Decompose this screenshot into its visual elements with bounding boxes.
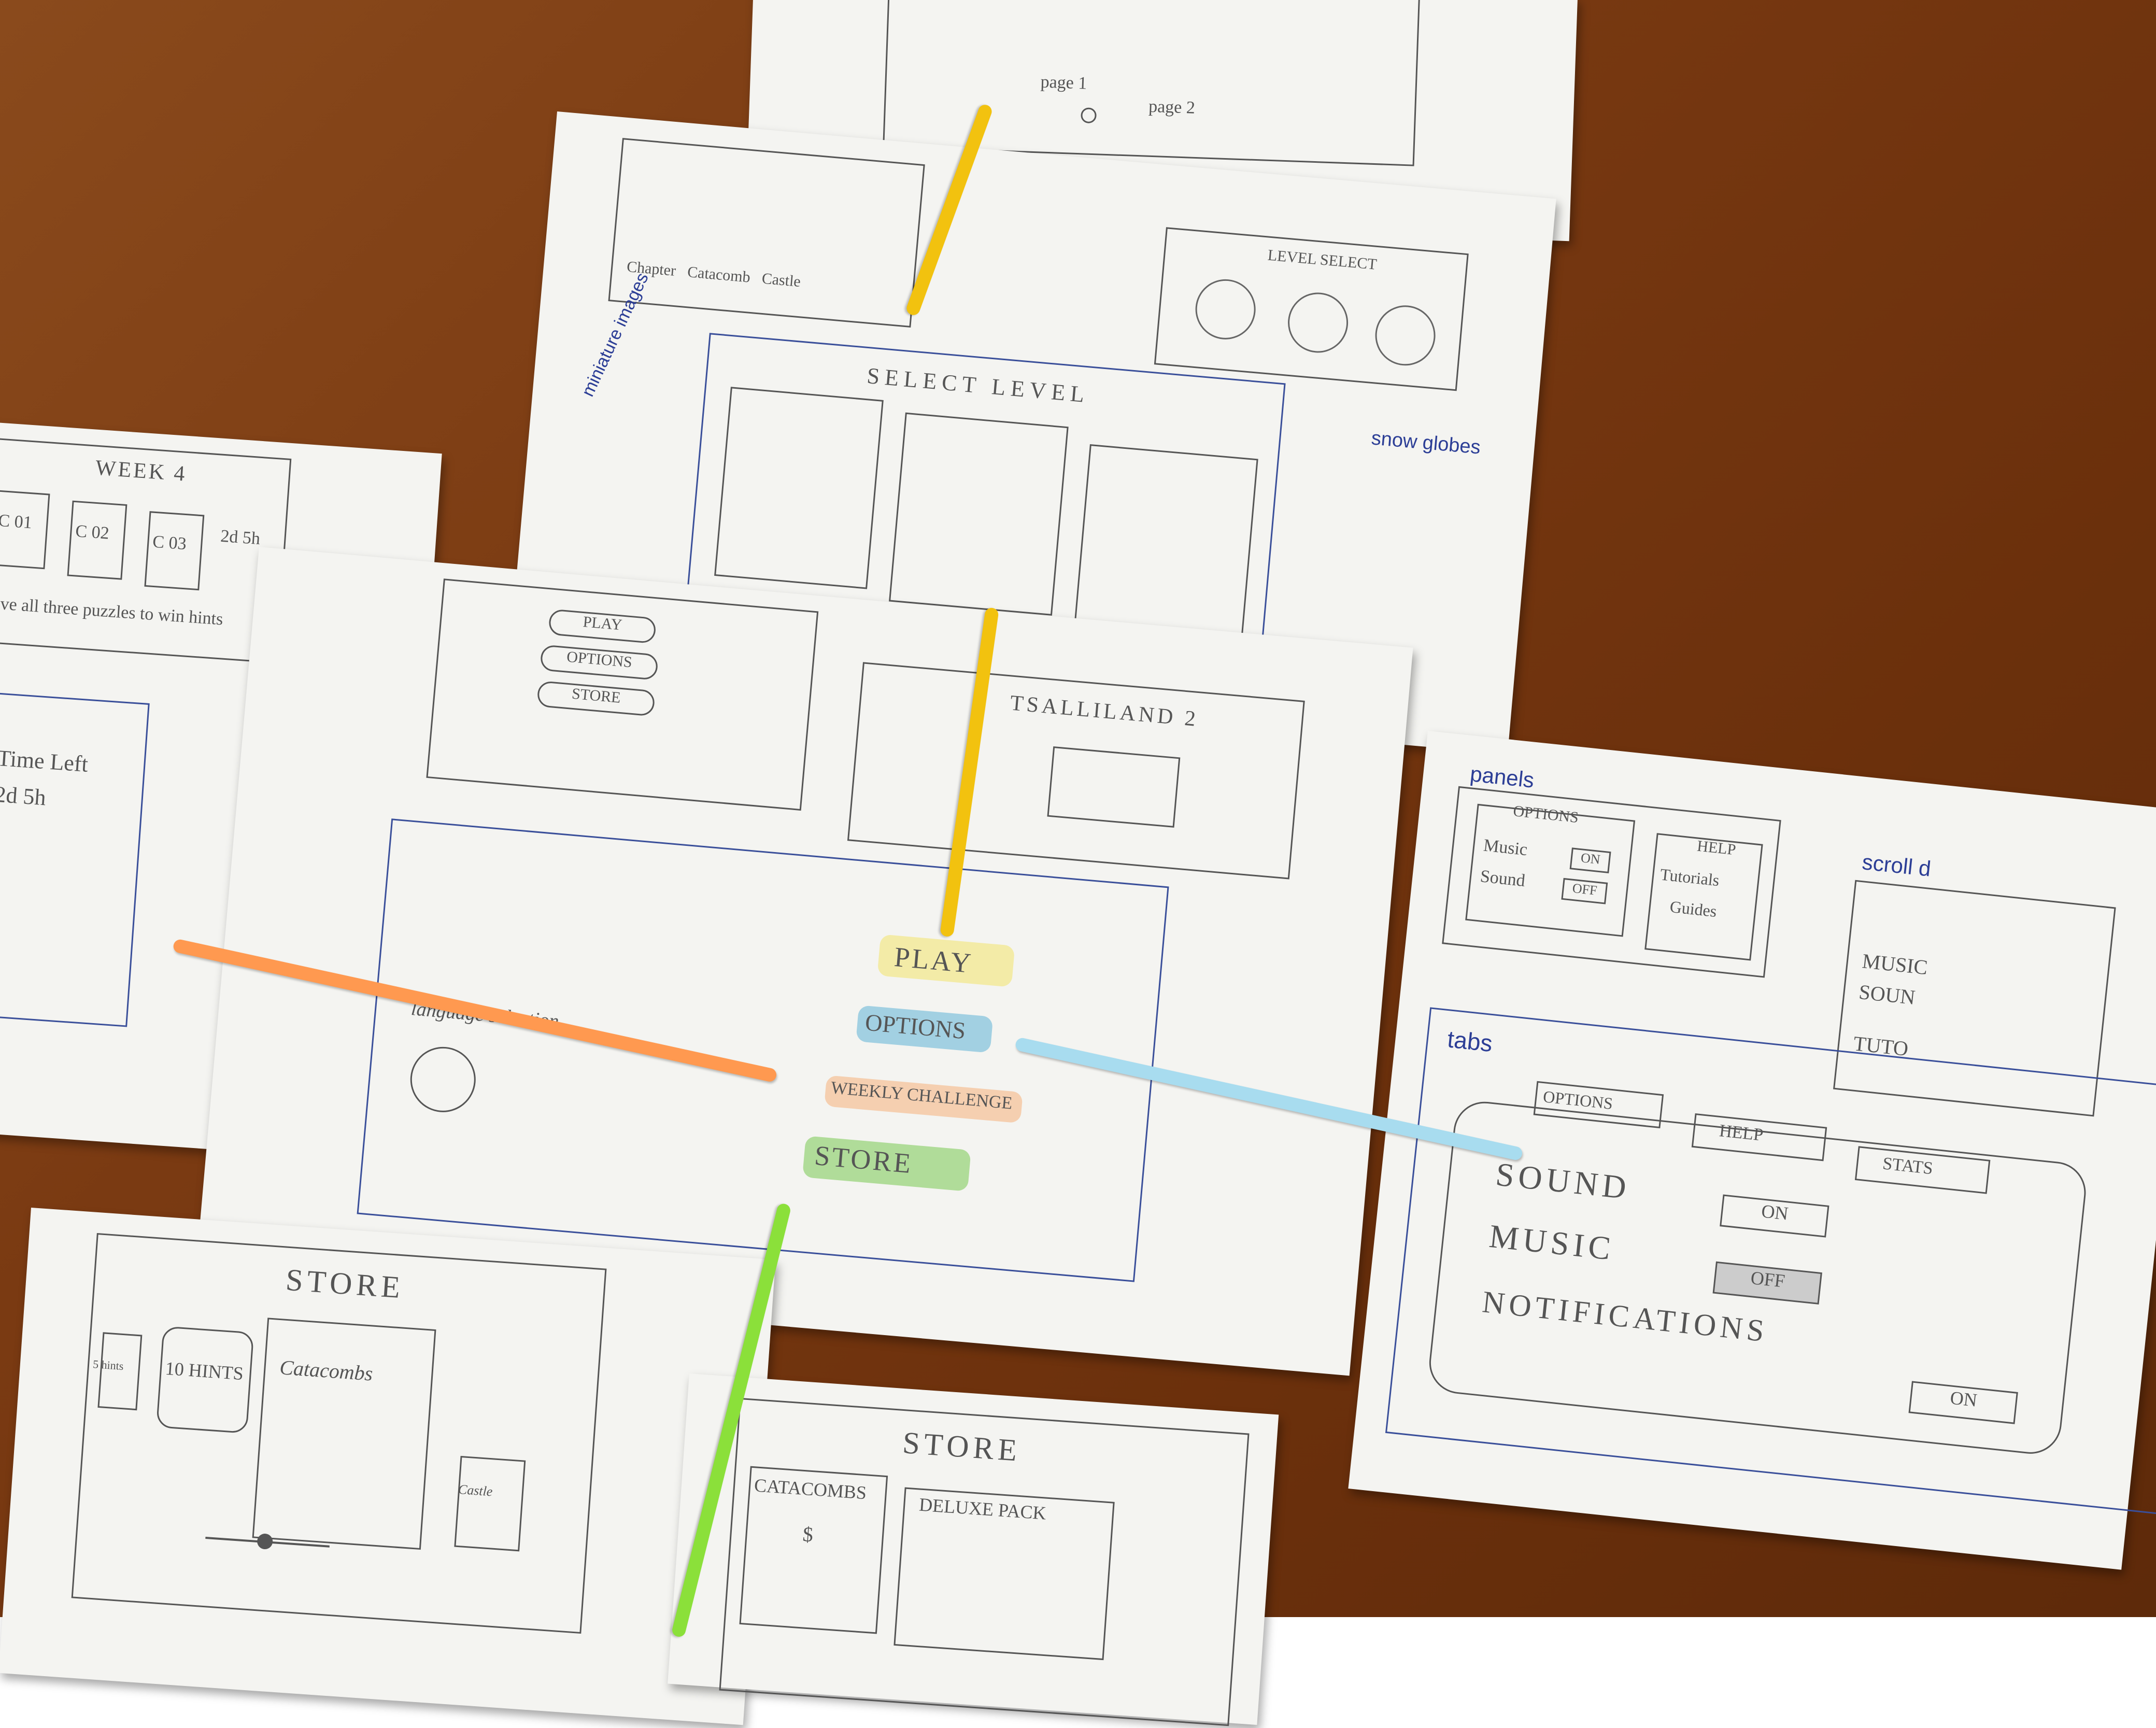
pagination-frame xyxy=(883,0,1421,166)
snow-globes-note: snow globes xyxy=(1370,427,1482,459)
catacombs-book[interactable] xyxy=(252,1318,436,1550)
scroll-note: scroll d xyxy=(1861,849,1932,881)
chip-c03-label: C 03 xyxy=(152,532,187,554)
main-play-button[interactable]: PLAY xyxy=(893,941,974,979)
sheet-store: STORE 5 hints 10 HINTS Catacombs Castle xyxy=(0,1208,776,1725)
time-left-value: 2d 5h xyxy=(0,781,47,811)
sheet-options: panels OPTIONS Music ON Sound OFF HELP T… xyxy=(1348,731,2156,1570)
title-card-logo xyxy=(1047,746,1181,828)
store2-price: $ xyxy=(802,1522,814,1547)
chip-c01-label: C 01 xyxy=(0,511,33,533)
sound-toggle[interactable]: OFF xyxy=(1561,877,1608,904)
hint-5-label: 5 hints xyxy=(92,1357,124,1373)
castle-label: Castle xyxy=(458,1481,493,1499)
page-2-label: page 2 xyxy=(1148,96,1196,118)
sheet-store-2: STORE CATACOMBS $ DELUXE PACK xyxy=(668,1373,1279,1726)
chip-c02-label: C 02 xyxy=(75,521,110,543)
thumbnail-select-frame xyxy=(608,138,925,328)
music-toggle[interactable]: ON xyxy=(1569,847,1611,874)
castle-book[interactable] xyxy=(454,1455,526,1552)
book-1 xyxy=(714,387,884,589)
book-2 xyxy=(889,412,1069,616)
book-3 xyxy=(1073,444,1258,648)
time-left-frame xyxy=(0,688,150,1027)
week-time-chip: 2d 5h xyxy=(220,526,261,549)
page-1-label: page 1 xyxy=(1040,72,1088,93)
